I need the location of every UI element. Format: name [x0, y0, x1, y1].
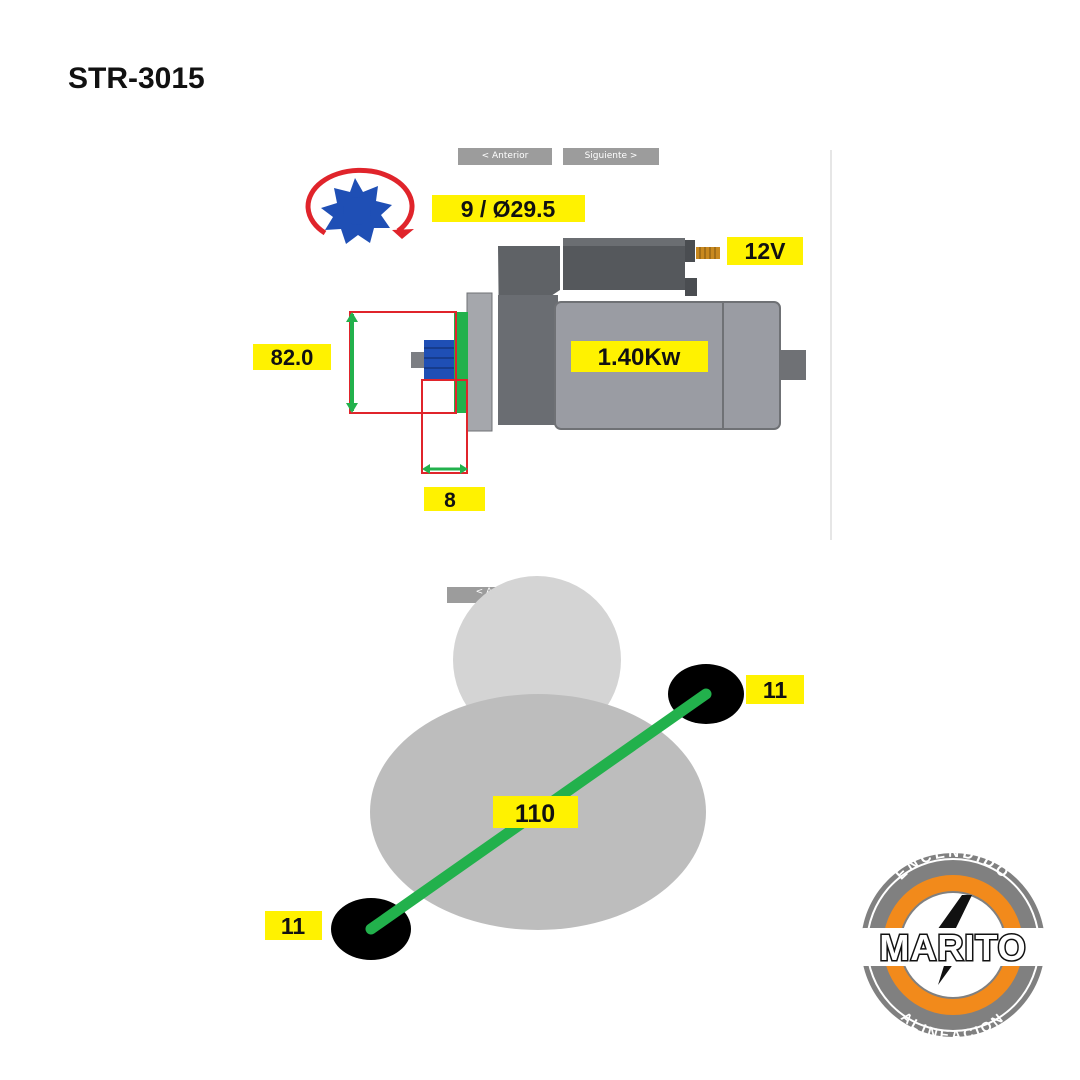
rear-shaft [780, 350, 806, 380]
side-view: < Anterior Siguiente > 9 / Ø29.5 12V [253, 148, 832, 540]
terminal-stud-icon [696, 247, 720, 259]
hole-top-label: 11 [763, 677, 788, 703]
pinion-shaft [411, 352, 425, 368]
nav-prev-button[interactable]: < Anterior [458, 148, 552, 165]
pinion-spec-label: 9 / Ø29.5 [461, 196, 556, 222]
hole-top-label-bg [746, 675, 804, 704]
flange-pilot [454, 312, 468, 413]
offset-dimension-box [421, 379, 468, 474]
power-label: 1.40Kw [598, 344, 681, 371]
page-title: STR-3015 [68, 62, 205, 95]
pinion [424, 340, 454, 379]
drive-housing [498, 295, 558, 425]
power-label-bg [571, 341, 708, 372]
spacing-label-bg [493, 796, 578, 828]
voltage-label: 12V [745, 238, 787, 264]
mounting-flange [466, 292, 493, 432]
solenoid [563, 238, 685, 290]
marito-logo: ENCENDIDO MARITO ALINEACION [858, 844, 1048, 1043]
diameter-label-bg [253, 344, 331, 370]
front-view: < Anterior 110 11 11 [265, 576, 804, 960]
offset-label: 8 [444, 489, 456, 512]
voltage-label-bg [727, 237, 803, 265]
hole-bottom-label-bg [265, 911, 322, 940]
rotation-arrow-icon [305, 167, 415, 236]
pinion-label-bg [432, 195, 585, 222]
offset-label-bg [424, 487, 485, 511]
nav-next-button[interactable]: Siguiente > [563, 148, 659, 165]
mount-spacing-label: 110 [515, 800, 555, 828]
logo-main-text: MARITO [879, 927, 1026, 968]
diameter-label: 82.0 [271, 345, 314, 370]
svg-text:< Anterior: < Anterior [482, 151, 529, 161]
hole-bottom-label: 11 [281, 913, 306, 939]
rotation-arrowhead-icon [392, 229, 414, 239]
svg-text:Siguiente >: Siguiente > [585, 151, 638, 161]
